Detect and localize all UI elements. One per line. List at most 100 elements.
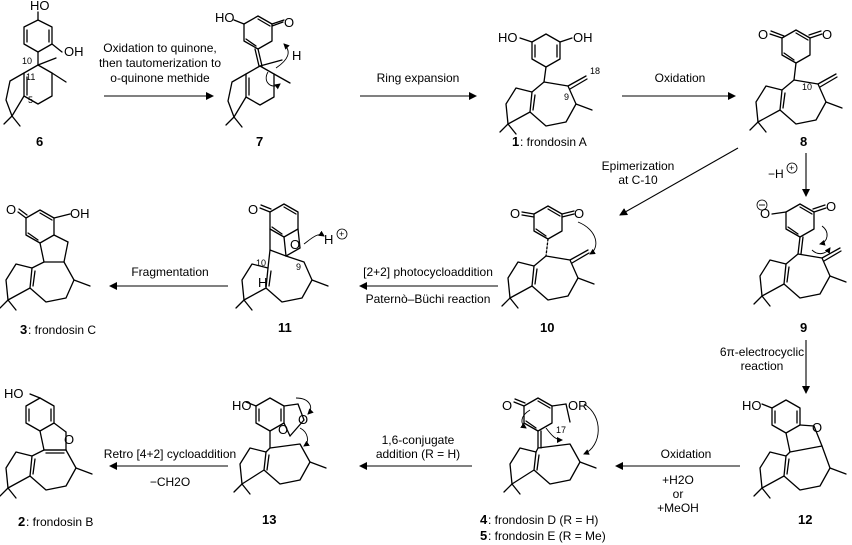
atom-ho: HO (498, 30, 518, 45)
step-label-1a: Oxidation to quinone, (103, 41, 216, 55)
compound-11: O O H + H 10 9 11 (235, 202, 348, 335)
atom-h: H (258, 275, 267, 290)
step-label-9a: Oxidation (661, 447, 712, 461)
atom-o: O (64, 432, 74, 447)
atom-o: O (284, 15, 294, 30)
step-label-10b: addition (R = H) (376, 447, 460, 461)
label-9: 9 (564, 92, 569, 102)
step-oxidation-2: Oxidation +H2O or +MeOH (615, 447, 740, 515)
step-epimerization: Epimerization at C-10 (602, 147, 739, 216)
step-label-11a: Retro [4+2] cycloaddition (104, 447, 236, 461)
atom-o: O (502, 398, 512, 413)
step-label-1c: o-quinone methide (110, 71, 210, 85)
label-11: 11 (26, 72, 35, 82)
label-10: 10 (802, 82, 812, 92)
compound-label-6: 6 (36, 134, 43, 149)
atom-oh: OH (573, 30, 593, 45)
atom-o: O (298, 412, 308, 427)
atom-ho: HO (742, 398, 762, 413)
step-ring-expansion: Ring expansion (360, 71, 477, 100)
atom-o: O (758, 27, 768, 42)
step-label-7b: Paternò–Büchi reaction (366, 292, 491, 306)
compound-name-1: : frondosin A (520, 135, 587, 149)
compound-name-2: : frondosin B (26, 515, 93, 529)
compound-3-frondosin-c: O OH 3 : frondosin C (0, 202, 96, 337)
step-oxidation-1: Oxidation (622, 71, 736, 100)
compound-label-12: 12 (798, 512, 812, 527)
atom-o: O (248, 202, 258, 217)
compound-7: HO O H 7 (215, 10, 301, 149)
svg-text:+: + (339, 229, 344, 239)
step-photocycloaddition: [2+2] photocycloaddition Paternò–Büchi r… (359, 265, 498, 306)
step-conjugate-addition: 1,6-conjugate addition (R = H) (359, 433, 472, 470)
step-label-1b: then tautomerization to (99, 56, 221, 70)
atom-o: O (826, 199, 836, 214)
atom-ho: HO (4, 386, 24, 401)
label-17: 17 (556, 425, 566, 435)
compound-label-13: 13 (262, 512, 276, 527)
atom-o: O (510, 206, 520, 221)
compound-8: O O 10 8 (749, 27, 843, 149)
svg-text:+: + (789, 163, 794, 173)
atom-ho: HO (215, 10, 235, 25)
atom-o: O (278, 422, 288, 437)
atom-h: H (292, 48, 301, 63)
step-label-8: Fragmentation (131, 265, 208, 279)
atom-ho: HO (232, 398, 252, 413)
compound-1-frondosin-a: HO OH 18 9 1 : frondosin A (498, 30, 600, 149)
atom-o-minus: O (760, 206, 770, 221)
compound-label-3: 3 (20, 322, 27, 337)
step-label-3: Oxidation (655, 71, 706, 85)
step-label-9d: +MeOH (657, 501, 699, 515)
compound-label-9: 9 (800, 320, 807, 335)
step-label-5: −H (768, 167, 784, 181)
atom-oh: OH (70, 206, 90, 221)
step-label-7a: [2+2] photocycloaddition (363, 265, 493, 279)
label-5: 5 (28, 95, 33, 105)
step-label-4a: Epimerization (602, 159, 675, 173)
step-label-9b: +H2O (662, 473, 694, 487)
compound-name-3: : frondosin C (28, 323, 96, 337)
step-label-2: Ring expansion (377, 71, 460, 85)
compound-label-1: 1 (512, 134, 519, 149)
atom-or: OR (568, 398, 588, 413)
label-18: 18 (590, 66, 600, 76)
step-label-10a: 1,6-conjugate (382, 433, 455, 447)
step-label-6a: 6π-electrocyclic (720, 345, 804, 359)
compound-4-5-frondosin-d-e: O OR 17 4 : frondosin D (R = H) 5 : fron… (480, 397, 606, 543)
compound-10: O O 10 (501, 205, 597, 335)
compound-9: O O 9 (753, 199, 847, 335)
label-10: 10 (22, 56, 32, 66)
atom-o: O (6, 202, 16, 217)
compound-label-4: 4 (480, 512, 488, 527)
step-oxidation-tautomerization: Oxidation to quinone, then tautomerizati… (99, 41, 221, 100)
atom-o: O (812, 420, 822, 435)
compound-2-frondosin-b: HO O 2 : frondosin B (0, 386, 93, 529)
label-10: 10 (256, 258, 266, 268)
step-deprotonation: −H + (768, 153, 810, 197)
compound-label-8: 8 (800, 134, 807, 149)
compound-6: HO OH 10 11 5 6 (3, 0, 84, 149)
step-label-6b: reaction (741, 359, 784, 373)
compound-12: HO O 12 (742, 398, 847, 527)
compound-label-2: 2 (18, 514, 25, 529)
step-label-9c: or (673, 487, 684, 501)
compound-label-7: 7 (256, 134, 263, 149)
atom-o: O (290, 237, 300, 252)
label-9: 9 (296, 262, 301, 272)
atom-o: O (822, 27, 832, 42)
step-label-11b: −CH2O (150, 475, 190, 489)
atom-h: H (324, 232, 333, 247)
atom-oh: OH (64, 44, 84, 59)
step-fragmentation: Fragmentation (109, 265, 228, 290)
compound-label-10: 10 (540, 320, 554, 335)
compound-label-5: 5 (480, 528, 487, 543)
step-retro-cycloaddition: Retro [4+2] cycloaddition −CH2O (104, 447, 236, 489)
atom-ho: HO (30, 0, 50, 13)
atom-o: O (574, 206, 584, 221)
compound-name-4: : frondosin D (R = H) (488, 513, 598, 527)
step-label-4b: at C-10 (618, 173, 658, 187)
compound-name-5: : frondosin E (R = Me) (488, 529, 606, 543)
